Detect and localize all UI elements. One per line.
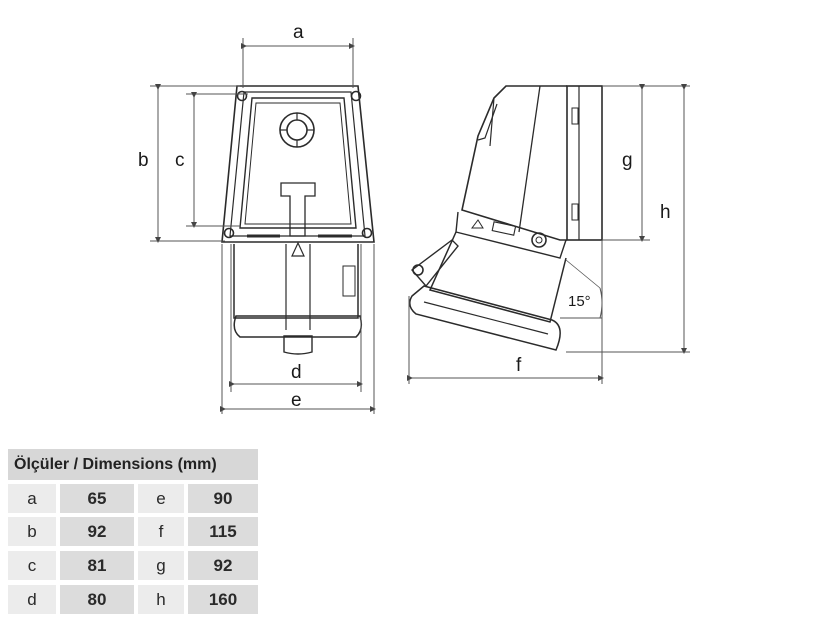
- dim-key: b: [8, 517, 56, 546]
- dim-key: g: [138, 551, 184, 580]
- dim-label-a: a: [293, 22, 304, 43]
- dim-label-c: c: [175, 150, 185, 171]
- front-dimensions: [150, 38, 376, 414]
- dim-key: d: [8, 585, 56, 614]
- table-row: a 65 e 90: [8, 484, 258, 513]
- dim-value: 90: [188, 484, 258, 513]
- dim-key: e: [138, 484, 184, 513]
- dim-label-g: g: [622, 150, 633, 171]
- front-view: [221, 85, 375, 355]
- technical-drawing: a b c d e f g h 15°: [138, 22, 690, 414]
- dim-label-f: f: [516, 355, 522, 376]
- dim-value: 115: [188, 517, 258, 546]
- dim-key: f: [138, 517, 184, 546]
- dim-value: 65: [60, 484, 134, 513]
- dim-value: 80: [60, 585, 134, 614]
- angle-label: 15°: [568, 293, 591, 310]
- dim-label-e: e: [291, 390, 302, 411]
- dim-label-d: d: [291, 362, 302, 383]
- table-header: Ölçüler / Dimensions (mm): [8, 449, 258, 480]
- table-row: b 92 f 115: [8, 517, 258, 546]
- side-view: [409, 85, 603, 351]
- dim-value: 92: [60, 517, 134, 546]
- dim-key: h: [138, 585, 184, 614]
- dim-key: c: [8, 551, 56, 580]
- dim-key: a: [8, 484, 56, 513]
- dim-value: 92: [188, 551, 258, 580]
- dim-value: 81: [60, 551, 134, 580]
- table-row: d 80 h 160: [8, 585, 258, 614]
- table-row: c 81 g 92: [8, 551, 258, 580]
- side-dimensions: [407, 84, 690, 384]
- dim-label-b: b: [138, 150, 149, 171]
- dim-value: 160: [188, 585, 258, 614]
- dim-label-h: h: [660, 202, 671, 223]
